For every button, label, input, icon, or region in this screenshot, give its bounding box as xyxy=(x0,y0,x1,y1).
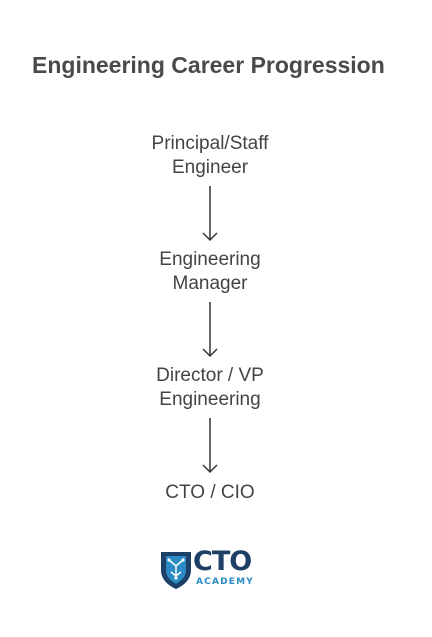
cto-academy-logo: CTO ACADEMY xyxy=(159,546,263,590)
arrow-down-icon xyxy=(202,302,218,358)
node-cto-cio: CTO / CIO xyxy=(110,481,310,505)
node-label-line1: Director / VP xyxy=(156,365,264,386)
node-label-line1: Principal/Staff xyxy=(151,133,269,154)
page-title: Engineering Career Progression xyxy=(32,52,385,78)
logo-subtitle: ACADEMY xyxy=(196,577,255,587)
node-label-line2: Manager xyxy=(172,273,248,294)
node-director-vp-engineering: Director / VP Engineering xyxy=(110,364,310,412)
logo-wordmark: CTO xyxy=(193,546,252,577)
shield-icon xyxy=(161,552,191,589)
node-principal-staff-engineer: Principal/Staff Engineer xyxy=(110,132,310,180)
node-label-line1: Engineering xyxy=(159,249,261,270)
node-label-line2: Engineering xyxy=(159,389,261,410)
node-engineering-manager: Engineering Manager xyxy=(110,248,310,296)
arrow-down-icon xyxy=(202,186,218,242)
arrow-down-icon xyxy=(202,418,218,474)
node-label-line1: CTO / CIO xyxy=(165,482,255,503)
node-label-line2: Engineer xyxy=(171,157,249,178)
